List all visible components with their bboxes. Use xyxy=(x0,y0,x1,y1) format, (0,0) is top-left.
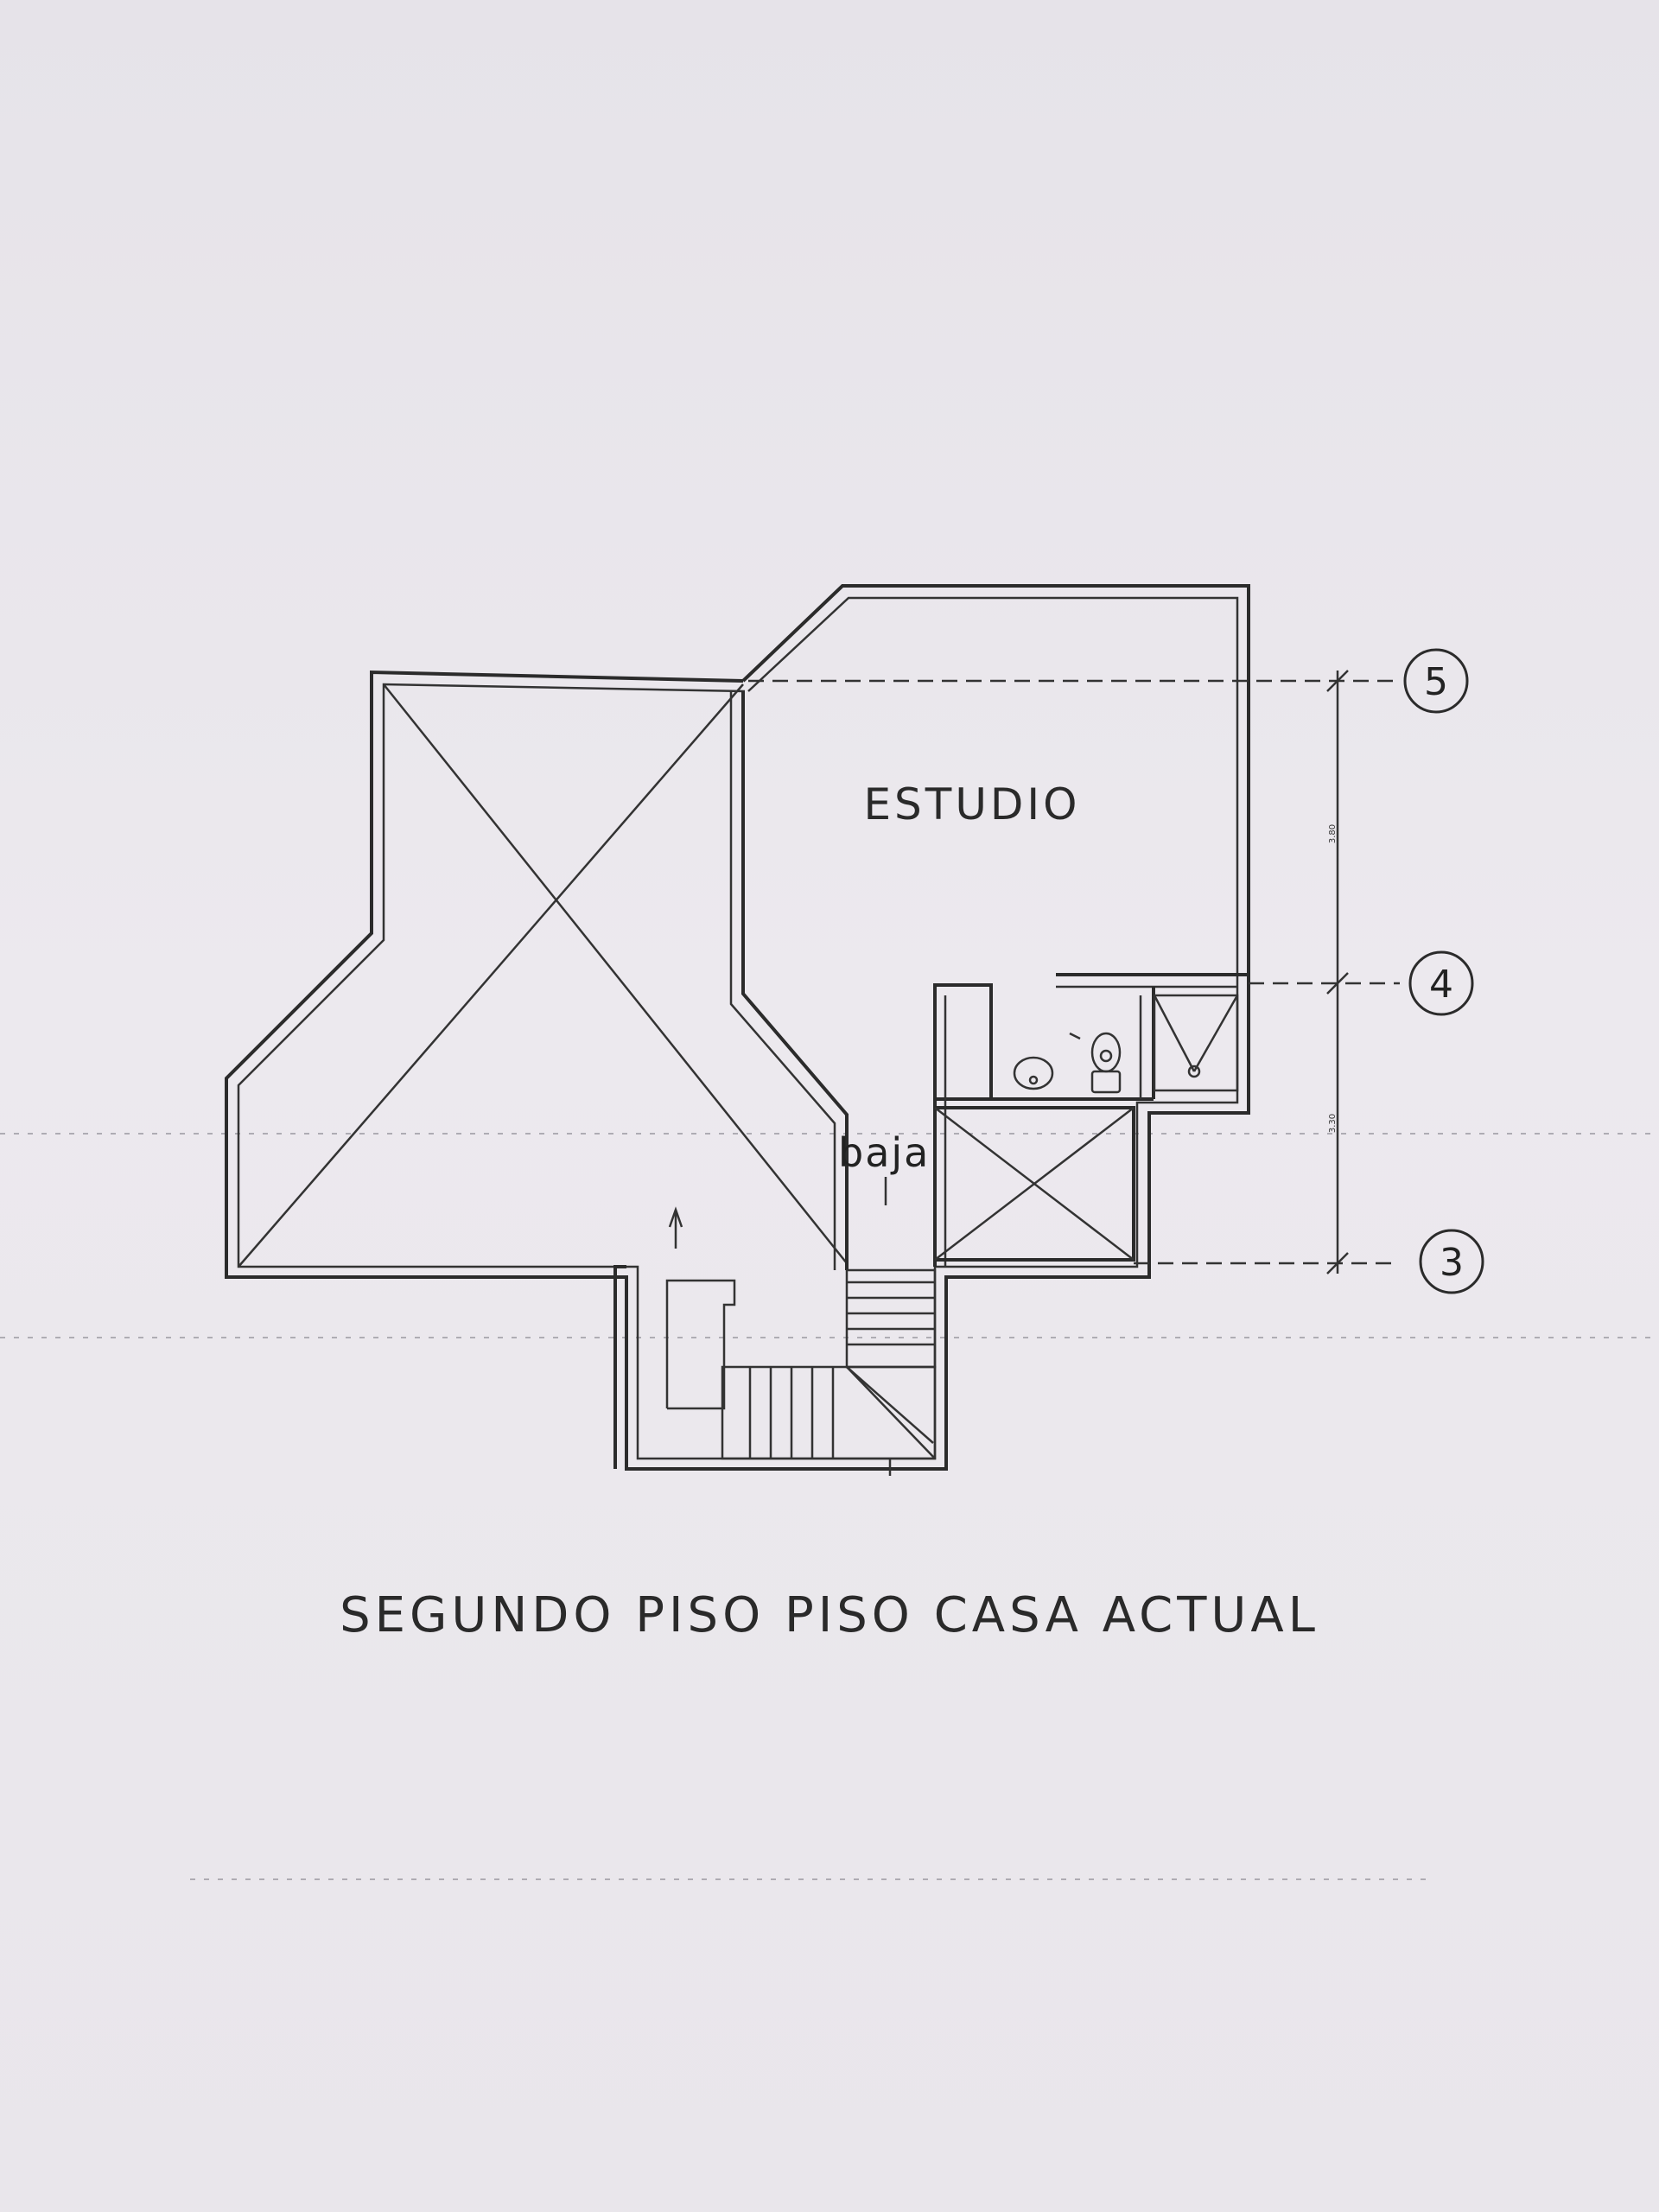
washbasin-icon xyxy=(1013,1056,1054,1090)
room-label-estudio: ESTUDIO xyxy=(863,779,1080,830)
axis-bubble-5: 5 xyxy=(1403,648,1469,714)
stair-note-baja: baja xyxy=(838,1129,930,1176)
studio-walls xyxy=(729,691,1249,1270)
axis-bubble-3: 3 xyxy=(1419,1229,1484,1294)
axis-bubble-4: 4 xyxy=(1408,950,1474,1016)
bathroom xyxy=(933,983,1155,1267)
plan-title: SEGUNDO PISO PISO CASA ACTUAL xyxy=(340,1587,1319,1643)
dimension-upper: 3.80 xyxy=(1328,824,1338,843)
staircase xyxy=(613,1206,937,1476)
axis-label-4: 4 xyxy=(1429,963,1453,1007)
roof-outline xyxy=(225,584,1250,1471)
shower xyxy=(1153,994,1239,1092)
stair-void xyxy=(933,1106,1135,1262)
tap-mark xyxy=(1069,1032,1081,1040)
axis-label-3: 3 xyxy=(1440,1241,1464,1285)
dimension-line xyxy=(1326,670,1349,1274)
axis-label-5: 5 xyxy=(1424,660,1448,704)
dimension-lower: 3.30 xyxy=(1328,1114,1338,1133)
grid-axis-lines xyxy=(748,679,1400,1265)
roof-hip-lines xyxy=(238,683,848,1268)
paper-guides xyxy=(0,1133,1659,1880)
toilet-icon xyxy=(1090,1032,1122,1094)
